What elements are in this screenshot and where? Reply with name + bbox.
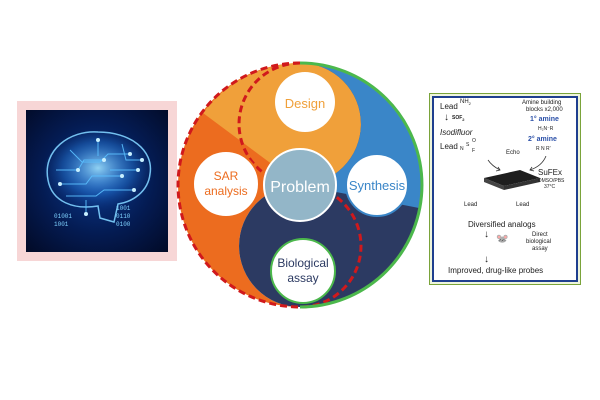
circuit-brain-image: 01001 1001 0110 0100 1001 [26, 110, 168, 252]
sufex-label: SuFEx [538, 168, 563, 177]
lead-analog-a: Lead [464, 202, 478, 208]
f-label: F [472, 148, 476, 154]
sar-label-line1: SAR [214, 169, 239, 183]
secondary-amine-label: 2° amine [528, 136, 557, 143]
sar-label-line2: analysis [204, 184, 247, 198]
plate-and-arrows [484, 156, 547, 190]
brain-digits-3: 0110 [116, 213, 131, 220]
dashed-outline-left [176, 61, 301, 309]
brain-digits-2: 1001 [116, 205, 131, 212]
problem-label: Problem [270, 179, 330, 196]
bio-assay-circle [270, 238, 336, 304]
arrow-left-icon [487, 159, 501, 171]
nh2-label: NH2 [460, 99, 471, 107]
synthesis-label: Synthesis [349, 178, 406, 193]
scheme-frame: Lead NH2 ↓ SOF2 Isodifluor Lead N S O F … [432, 96, 578, 282]
bio-assay-label-line1: Biological [277, 256, 328, 270]
down-arrow-3-icon: ↓ [484, 254, 489, 265]
lead-analog-b: Lead [516, 202, 530, 208]
bio-assay-label-line2: assay [287, 271, 318, 285]
conditions-line2: 37°C [544, 184, 556, 190]
o-label: O [472, 138, 476, 144]
lead-top-label: Lead [440, 102, 458, 111]
direct-assay-line2: biological [526, 239, 552, 245]
brain-digits-1: 01001 [54, 213, 72, 220]
diversified-analogs-label: Diversified analogs [468, 220, 536, 229]
design-circle [275, 72, 335, 132]
sor-label: SOF2 [452, 115, 465, 122]
problem-circle [263, 148, 337, 222]
brain-digits-4: 0100 [116, 221, 131, 228]
h2n-r-label: H₂N⁻R [538, 126, 554, 132]
echo-label: Echo [506, 150, 520, 156]
conditions-line1: DMSO/PBS [538, 178, 565, 184]
down-arrow-1-icon: ↓ [444, 112, 449, 123]
amine-blocks-line2: blocks x2,000 [526, 107, 563, 113]
direct-assay-line1: Direct [532, 232, 548, 238]
microplate-icon [484, 170, 540, 186]
mouse-icon: 🐭 [496, 234, 509, 245]
design-label: Design [285, 96, 325, 111]
isodifluor-label: Isodifluor [440, 128, 473, 137]
synthesis-circle [345, 153, 409, 217]
sufex-scheme-panel: Lead NH2 ↓ SOF2 Isodifluor Lead N S O F … [429, 93, 581, 285]
n-label: N [460, 146, 464, 152]
brain-digits-5: 1001 [54, 221, 69, 228]
green-outline-right [299, 61, 424, 309]
lead-mid-label: Lead [440, 142, 458, 151]
s-label: S [466, 142, 470, 148]
r-n-r-label: R N R' [536, 146, 551, 152]
arrow-right-icon [529, 156, 547, 171]
drug-discovery-cycle: Problem Design Synthesis Biological assa… [176, 61, 424, 309]
improved-probes-label: Improved, drug-like probes [448, 266, 544, 275]
brain-image-panel: 01001 1001 0110 0100 1001 [17, 101, 177, 261]
primary-amine-label: 1° amine [530, 116, 559, 123]
down-arrow-2-icon: ↓ [484, 229, 489, 240]
amine-blocks-line1: Amine building [522, 100, 562, 106]
sar-circle [192, 150, 260, 218]
brain-circuit-graphic: 01001 1001 0110 0100 1001 [44, 131, 152, 228]
direct-assay-line3: assay [532, 246, 548, 252]
